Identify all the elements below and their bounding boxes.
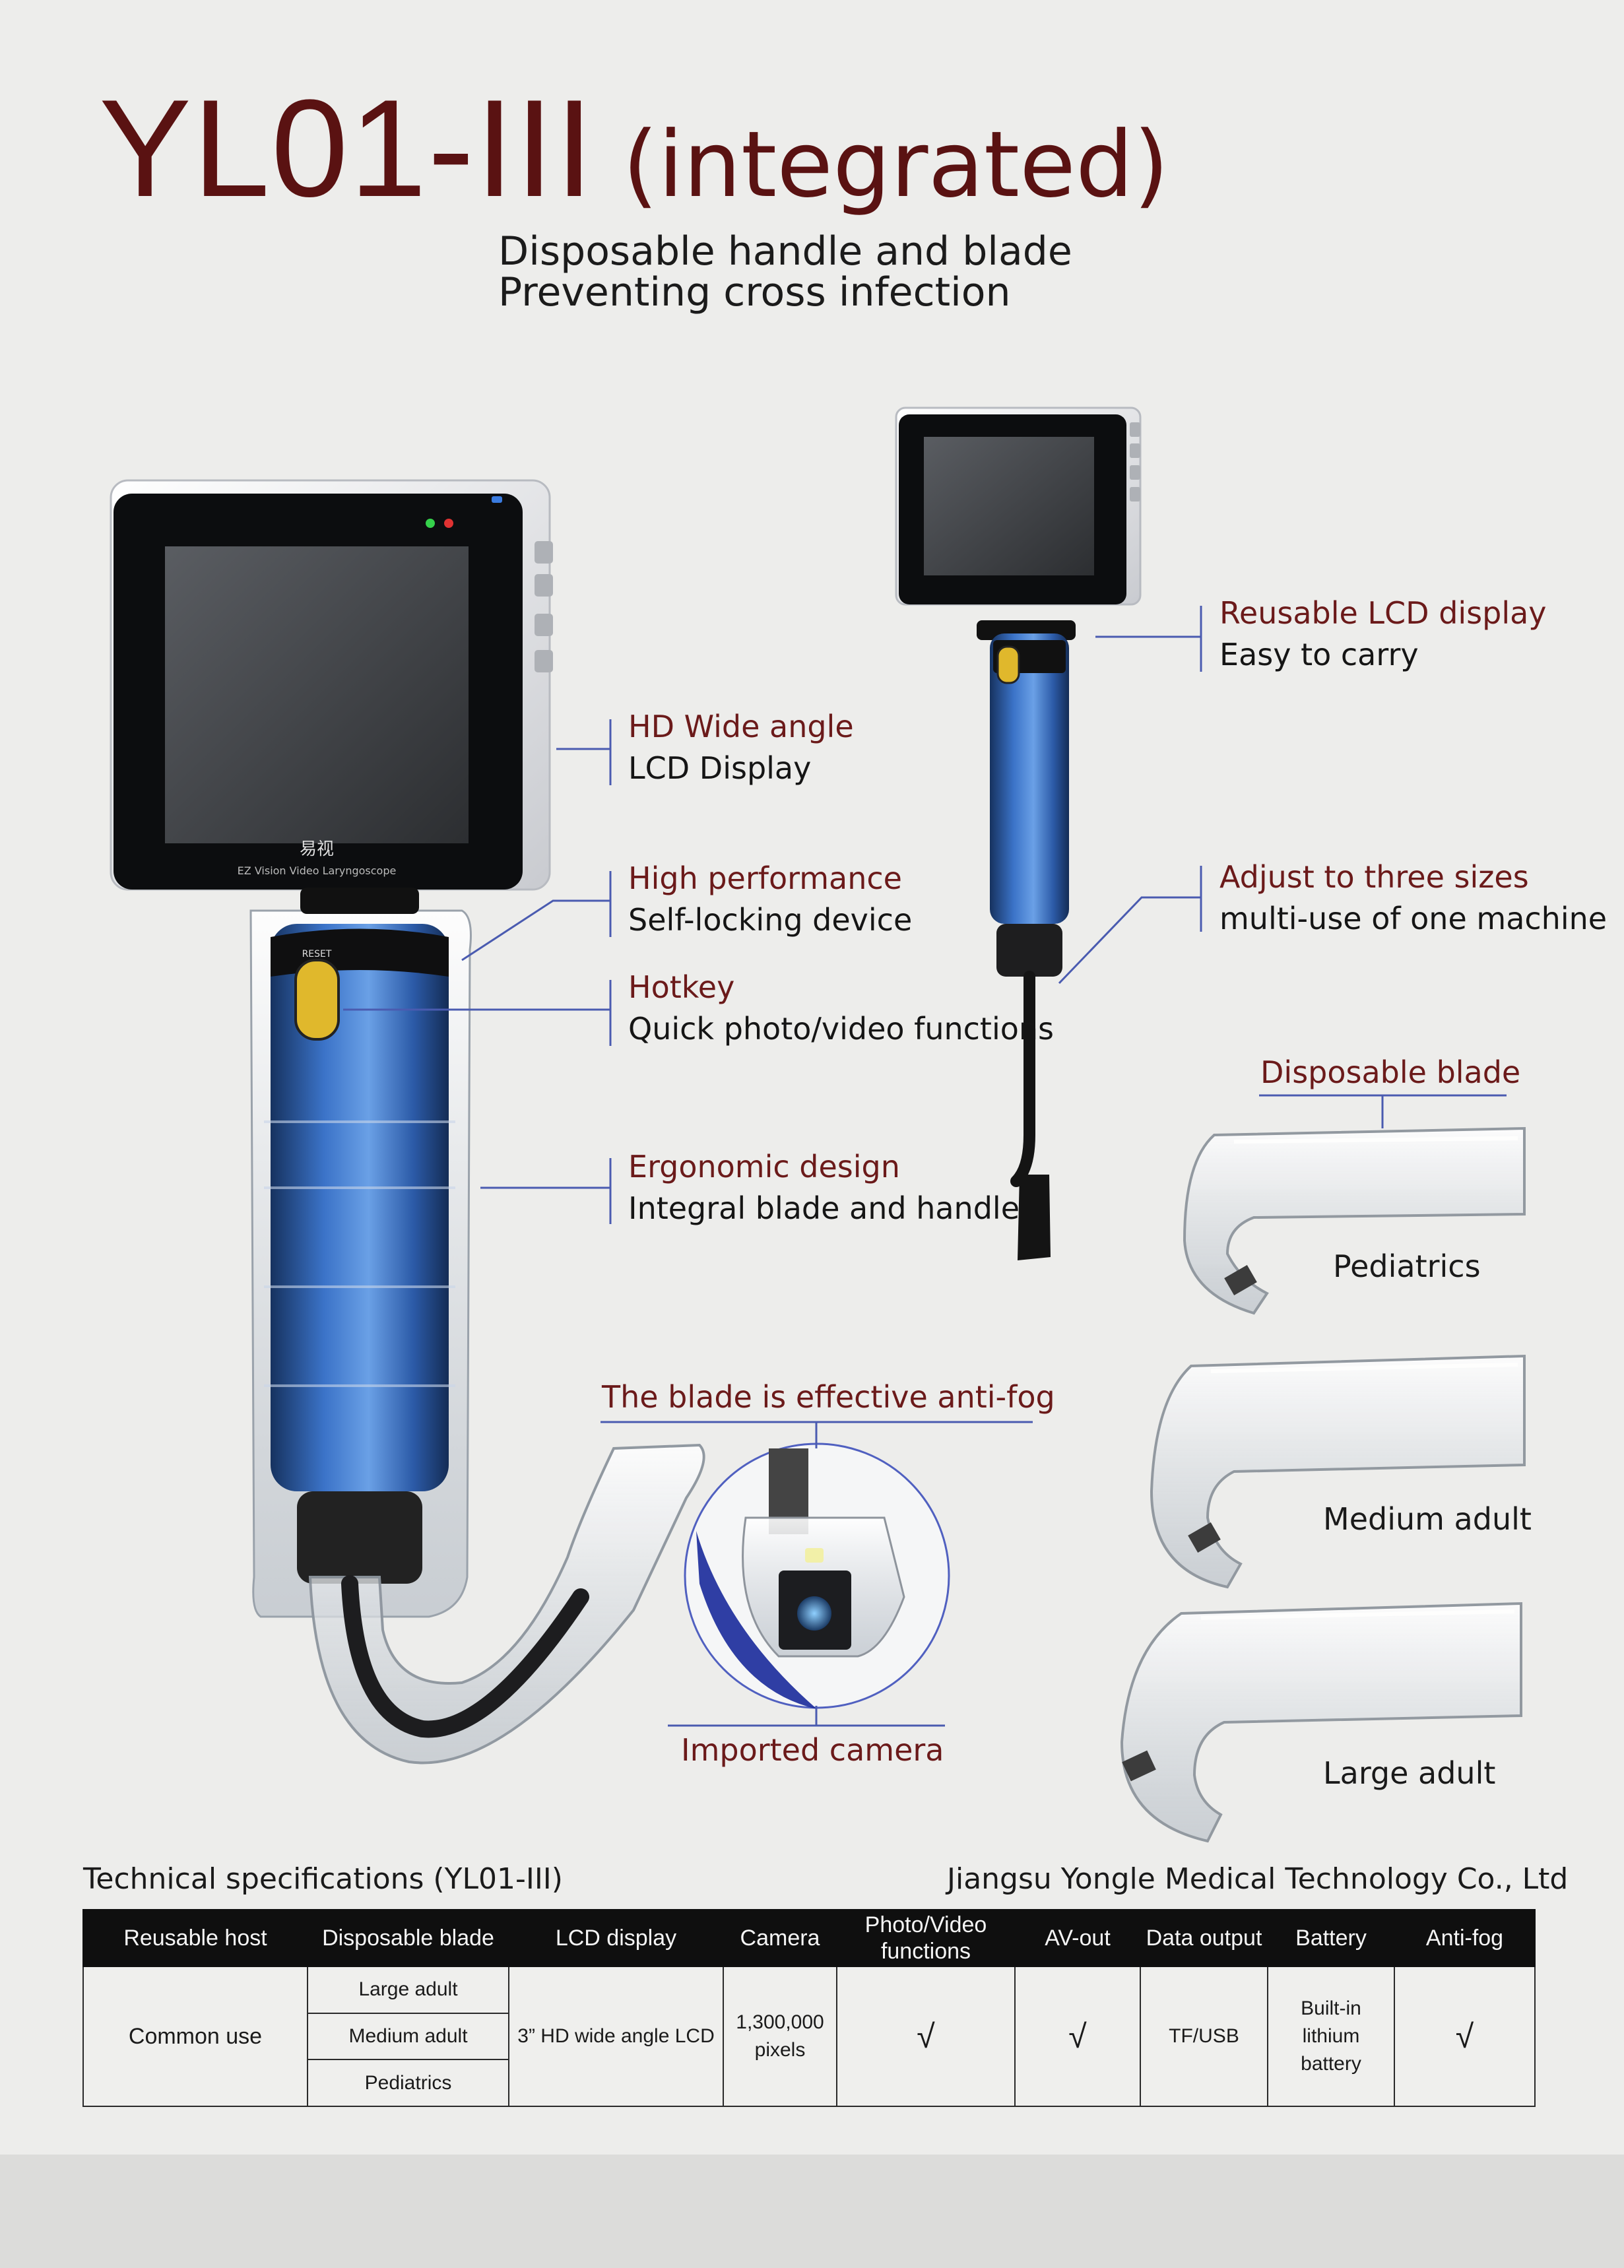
spec-header-anti-fog: Anti-fog bbox=[1394, 1909, 1536, 1967]
blade-medium bbox=[1150, 1354, 1526, 1589]
spec-host: Common use bbox=[82, 1966, 308, 2107]
spec-data-output: TF/USB bbox=[1140, 1966, 1268, 2107]
feature-self-locking: High performance Self-locking device bbox=[628, 858, 912, 941]
model-line: EZ Vision Video Laryngoscope bbox=[238, 864, 397, 877]
spec-header-host: Reusable host bbox=[82, 1909, 308, 1967]
spec-photo-video: √ bbox=[836, 1966, 1016, 2107]
feature-ergonomic-detail: Integral blade and handle bbox=[628, 1190, 1020, 1226]
feature-adjust-sizes-detail: multi-use of one machine bbox=[1219, 901, 1608, 936]
disposable-blade-title: Disposable blade bbox=[1260, 1054, 1521, 1090]
company-name: Jiangsu Yongle Medical Technology Co., L… bbox=[947, 1862, 1569, 1896]
blade-pediatrics bbox=[1183, 1126, 1526, 1315]
spec-blade-pediatrics: Pediatrics bbox=[307, 2059, 509, 2107]
spec-blade-medium: Medium adult bbox=[307, 2012, 509, 2061]
spec-header-row: Reusable host Disposable blade LCD displ… bbox=[82, 1909, 1536, 1967]
subtitle-line-1: Disposable handle and blade bbox=[498, 228, 1072, 275]
small-laryngoscope bbox=[895, 406, 1142, 1260]
subtitle-line-2: Preventing cross infection bbox=[498, 269, 1011, 315]
page-title: YL01-III(integrated) bbox=[99, 79, 1169, 218]
spec-table: Reusable host Disposable blade LCD displ… bbox=[82, 1909, 1536, 2107]
leader-lines bbox=[343, 606, 1507, 1727]
feature-reusable-lcd: Reusable LCD display Easy to carry bbox=[1219, 593, 1547, 676]
feature-self-locking-heading: High performance bbox=[628, 860, 902, 896]
spec-camera: 1,300,000 pixels bbox=[723, 1966, 837, 2107]
blade-size-medium-adult: Medium adult bbox=[1323, 1501, 1532, 1537]
spec-header-camera: Camera bbox=[723, 1909, 837, 1967]
model-suffix: (integrated) bbox=[622, 112, 1169, 218]
subtitle: Disposable handle and blade Preventing c… bbox=[498, 231, 1072, 313]
feature-hd-display: HD Wide angle LCD Display bbox=[628, 706, 854, 789]
blade-large bbox=[1120, 1602, 1522, 1843]
feature-self-locking-detail: Self-locking device bbox=[628, 902, 913, 938]
table-row: Medium adult bbox=[83, 2012, 1535, 2061]
feature-hotkey: Hotkey Quick photo/video functions bbox=[628, 967, 1054, 1050]
spec-header-battery: Battery bbox=[1267, 1909, 1395, 1967]
feature-hotkey-heading: Hotkey bbox=[628, 969, 735, 1005]
anti-fog-caption: The blade is effective anti-fog bbox=[602, 1379, 1055, 1415]
spec-blade-large: Large adult bbox=[307, 1966, 509, 2014]
feature-adjust-sizes: Adjust to three sizes multi-use of one m… bbox=[1219, 857, 1607, 940]
camera-zoom bbox=[684, 1442, 950, 1709]
table-row: Pediatrics bbox=[83, 2059, 1535, 2107]
feature-reusable-lcd-detail: Easy to carry bbox=[1219, 637, 1419, 672]
feature-reusable-lcd-heading: Reusable LCD display bbox=[1219, 595, 1547, 631]
feature-hd-display-detail: LCD Display bbox=[628, 750, 812, 786]
blade-size-large-adult: Large adult bbox=[1323, 1755, 1496, 1791]
large-laryngoscope: 易视 EZ Vision Video Laryngoscope RESET bbox=[110, 479, 705, 1765]
feature-adjust-sizes-heading: Adjust to three sizes bbox=[1219, 859, 1529, 895]
spec-battery: Built-in lithium battery bbox=[1267, 1966, 1395, 2107]
spec-av-out: √ bbox=[1014, 1966, 1141, 2107]
blade-size-pediatrics: Pediatrics bbox=[1333, 1248, 1481, 1284]
spec-anti-fog: √ bbox=[1394, 1966, 1536, 2107]
reset-label: RESET bbox=[302, 949, 332, 959]
spec-header-blade: Disposable blade bbox=[307, 1909, 509, 1967]
table-row: Common use Large adult 3” HD wide angle … bbox=[82, 1966, 1536, 2107]
spec-lcd: 3” HD wide angle LCD bbox=[508, 1966, 724, 2107]
spec-header-photo-video: Photo/Video functions bbox=[836, 1909, 1016, 1967]
feature-hd-display-heading: HD Wide angle bbox=[628, 709, 854, 744]
brand-mark: 易视 bbox=[300, 839, 334, 859]
footer-band bbox=[0, 2155, 1624, 2268]
spec-header-data-output: Data output bbox=[1140, 1909, 1268, 1967]
feature-ergonomic: Ergonomic design Integral blade and hand… bbox=[628, 1146, 1020, 1229]
camera-caption: Imported camera bbox=[681, 1732, 944, 1768]
model-name: YL01-III bbox=[99, 71, 595, 226]
spec-title: Technical specifications (YL01-III) bbox=[83, 1862, 563, 1896]
feature-hotkey-detail: Quick photo/video functions bbox=[628, 1011, 1055, 1047]
feature-ergonomic-heading: Ergonomic design bbox=[628, 1149, 900, 1184]
spec-header-lcd: LCD display bbox=[508, 1909, 724, 1967]
spec-header-av-out: AV-out bbox=[1014, 1909, 1141, 1967]
